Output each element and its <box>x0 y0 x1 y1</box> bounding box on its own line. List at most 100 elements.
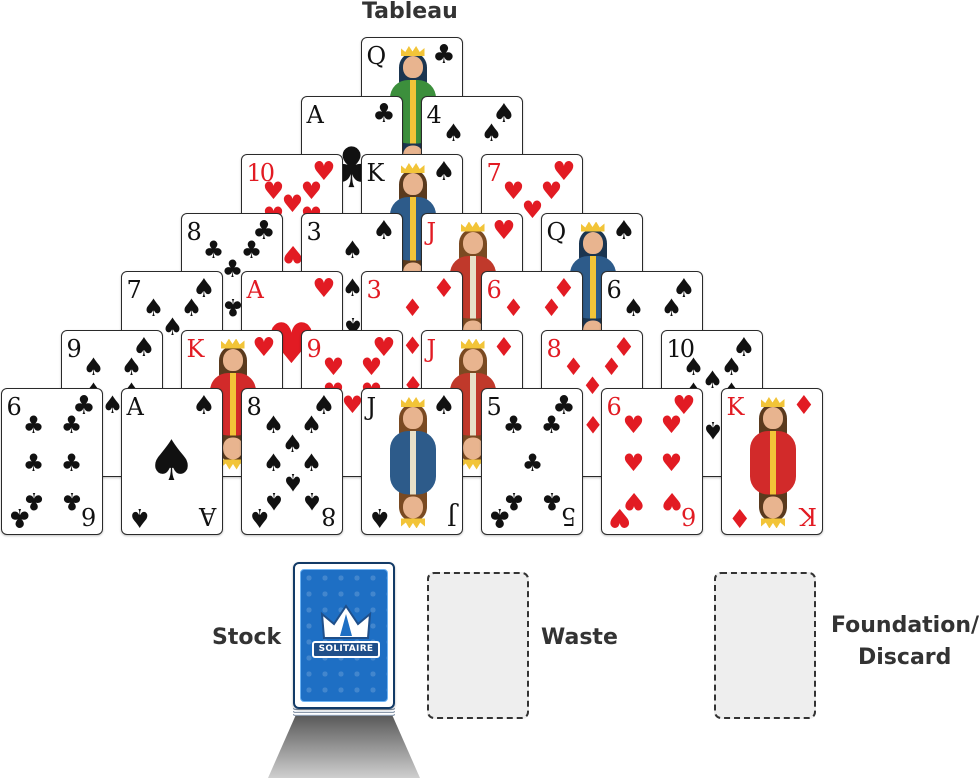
heart-icon: ♥ <box>281 190 304 218</box>
heart-icon: ♥ <box>540 177 563 205</box>
heart-icon: ♥ <box>672 391 696 421</box>
club-icon: ♣ <box>502 411 525 439</box>
tableau-card[interactable]: 6♣6♣♣♣♣♣♣♣ <box>0 388 103 535</box>
diamond-icon: ♦ <box>540 294 563 322</box>
waste-slot[interactable] <box>427 572 529 719</box>
card-pips: ♠♠♠♠ <box>443 121 503 223</box>
tableau-card[interactable]: 6♥6♥♥♥♥♥♥♥ <box>600 388 703 535</box>
card-rank: K <box>800 502 817 530</box>
spade-icon: ♠ <box>341 235 364 264</box>
spade-icon: ♠ <box>660 294 683 322</box>
club-icon: ♣ <box>22 487 45 515</box>
card-rank: Q <box>546 217 567 246</box>
tableau-card[interactable]: 5♣5♣♣♣♣♣♣ <box>480 388 583 535</box>
spade-icon: ♠ <box>732 332 756 363</box>
brand-logo-text: SOLITAIRE <box>312 641 380 658</box>
card-rank: 10 <box>246 159 276 187</box>
card-pips: ♠♠♠♠♠♠♠♠ <box>262 413 323 515</box>
club-icon: ♣ <box>202 235 225 264</box>
spade-icon: ♠ <box>192 274 216 304</box>
card-rank: A <box>246 276 264 304</box>
face-card-portrait <box>384 397 442 528</box>
club-icon: ♣ <box>521 449 544 477</box>
card-rank: 4 <box>426 100 442 129</box>
spade-icon: ♠ <box>192 391 216 421</box>
diamond-icon: ♦ <box>612 332 636 363</box>
card-rank: A <box>306 100 324 129</box>
card-rank: K <box>186 334 205 363</box>
diamond-icon: ♦ <box>581 371 604 400</box>
spade-icon: ♠ <box>262 449 285 477</box>
card-rank: 3 <box>366 276 382 304</box>
spade-icon: ♠ <box>161 313 184 341</box>
heart-icon: ♥ <box>660 411 683 439</box>
card-rank: J <box>448 502 457 530</box>
spade-icon: ♠ <box>127 502 151 532</box>
spade-icon: ♠ <box>120 352 143 381</box>
spade-icon: ♠ <box>281 468 304 496</box>
spade-icon: ♠ <box>101 390 124 419</box>
heart-icon: ♥ <box>622 411 645 439</box>
heart-icon: ♥ <box>341 390 364 419</box>
club-icon: ♣ <box>540 487 563 515</box>
card-rank: 7 <box>126 276 142 304</box>
card-pips: ♣♣♣♣♣ <box>503 413 563 515</box>
club-icon: ♣ <box>60 449 83 477</box>
tableau-card[interactable]: J♠J♠ <box>360 388 463 535</box>
club-icon: ♣ <box>22 411 45 439</box>
foundation-label-line2: Discard <box>858 645 952 670</box>
tableau-card[interactable]: K♦K♦ <box>720 388 823 535</box>
portrait-figure <box>384 397 442 463</box>
spade-icon: ♠ <box>180 294 203 322</box>
card-rank: 9 <box>306 334 322 363</box>
card-rank: Q <box>366 42 387 70</box>
card-rank: K <box>726 393 745 421</box>
heart-icon: ♥ <box>312 157 336 187</box>
spade-icon: ♠ <box>132 332 156 363</box>
diamond-icon: ♦ <box>502 294 525 322</box>
stock-edge <box>293 708 395 710</box>
heart-icon: ♥ <box>660 449 683 477</box>
waste-label: Waste <box>541 625 618 650</box>
stock-label: Stock <box>212 625 282 650</box>
club-icon: ♣ <box>60 487 83 515</box>
club-icon: ♣ <box>552 391 576 421</box>
card-rank: 8 <box>546 334 562 363</box>
card-rank: 3 <box>306 217 322 246</box>
heart-icon: ♥ <box>502 177 525 205</box>
diamond-icon: ♦ <box>401 294 424 322</box>
club-icon: ♣ <box>432 40 456 70</box>
heart-icon: ♥ <box>552 157 576 187</box>
spade-icon: ♠ <box>262 411 285 439</box>
heart-icon: ♥ <box>622 487 645 515</box>
tableau-card[interactable]: 8♠8♠♠♠♠♠♠♠♠♠ <box>240 388 343 535</box>
spade-icon: ♠ <box>312 391 336 421</box>
spade-icon: ♠ <box>672 274 696 304</box>
heart-icon: ♥ <box>492 215 516 246</box>
card-rank: K <box>366 159 385 187</box>
card-rank: 8 <box>323 502 337 530</box>
foundation-slot[interactable] <box>714 572 816 719</box>
spade-icon: ♠ <box>300 487 323 515</box>
spade-icon: ♠ <box>612 215 636 246</box>
card-rank: J <box>426 334 437 363</box>
spade-icon: ♠ <box>142 294 165 322</box>
portrait-figure <box>384 462 442 529</box>
stock-pile[interactable]: SOLITAIRE <box>293 562 395 709</box>
spade-icon: ♠ <box>701 365 724 394</box>
card-rank: 9 <box>66 334 82 363</box>
portrait-figure <box>744 462 802 529</box>
heart-icon: ♥ <box>252 332 276 363</box>
stock-spotlight <box>268 716 420 778</box>
spade-icon: ♠ <box>432 391 456 421</box>
diamond-icon: ♦ <box>552 274 576 304</box>
card-rank: 5 <box>486 393 502 421</box>
card-rank: 7 <box>486 159 502 187</box>
stock-edge <box>293 711 395 713</box>
card-rank: 5 <box>563 502 577 530</box>
card-rank: 6 <box>6 393 22 421</box>
diamond-icon: ♦ <box>492 332 516 363</box>
spade-icon: ♠ <box>82 352 105 381</box>
tableau-card[interactable]: A♠A♠♠ <box>120 388 223 535</box>
card-rank: 6 <box>606 276 622 304</box>
